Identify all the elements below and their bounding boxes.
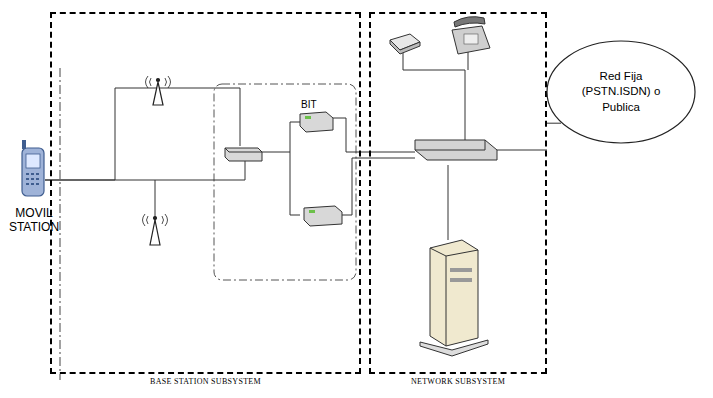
modem xyxy=(390,34,420,54)
separator-line xyxy=(60,68,61,380)
region-label: BASE STATION SUBSYSTEM xyxy=(52,377,359,386)
bts-label: BIT xyxy=(301,99,331,111)
connector xyxy=(547,123,561,124)
network-switch xyxy=(415,140,497,160)
wires xyxy=(45,52,547,240)
mobile-phone xyxy=(22,140,44,196)
server xyxy=(420,240,488,356)
ellipse-text: Red Fija (PSTN.ISDN) o Publica xyxy=(573,69,669,116)
telephone xyxy=(452,17,490,54)
controller-device xyxy=(225,148,262,161)
antenna xyxy=(143,76,171,245)
bts-device xyxy=(300,112,342,226)
region-label: NETWORK SUBSYSTEM xyxy=(371,377,545,386)
network-ellipse: Red Fija (PSTN.ISDN) o Publica xyxy=(546,40,696,144)
bts-group-outline xyxy=(214,84,356,280)
subsystem-region: NETWORK SUBSYSTEM xyxy=(369,12,547,374)
subsystem-region: BASE STATION SUBSYSTEM xyxy=(50,12,361,374)
station-label: MOVIL STATION xyxy=(4,206,64,235)
